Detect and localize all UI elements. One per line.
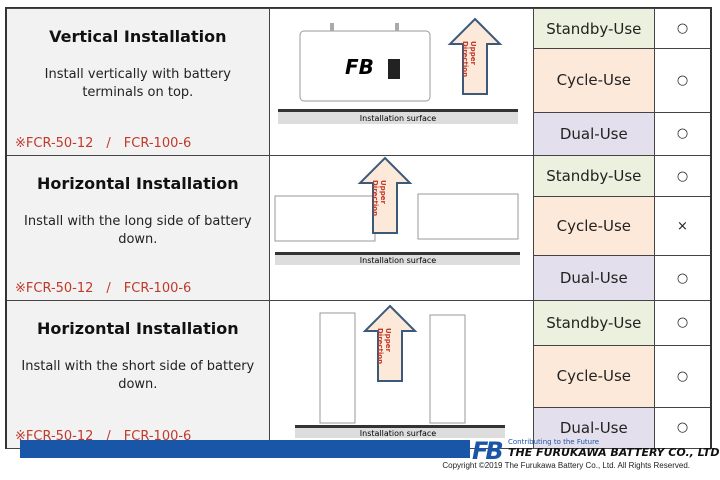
use-type: Cycle-Use	[532, 344, 656, 408]
installation-title: Horizontal Installation	[37, 174, 239, 193]
suitability-mark: ○	[654, 300, 712, 346]
battery-icon	[429, 314, 466, 424]
copyright: Copyright ©2019 The Furukawa Battery Co.…	[442, 461, 690, 470]
suitability-mark: ○	[654, 7, 712, 50]
installation-text: Install with the long side of battery do…	[24, 214, 252, 247]
svg-text:FB: FB	[345, 55, 374, 79]
use-type: Dual-Use	[532, 255, 656, 301]
svg-text:Installation surface: Installation surface	[359, 114, 435, 123]
upper-direction-arrow: UpperDirection	[362, 304, 418, 382]
tagline: Contributing to the Future	[508, 438, 600, 446]
suitability-mark: ○	[654, 406, 712, 450]
use-type: Cycle-Use	[532, 196, 656, 257]
use-type: Standby-Use	[532, 7, 656, 50]
company-name: THE FURUKAWA BATTERY CO., LTD.	[508, 446, 720, 459]
installation-title: Vertical Installation	[49, 27, 227, 46]
svg-text:Installation surface: Installation surface	[359, 429, 435, 438]
table-row: Cycle-Use○	[6, 344, 712, 408]
use-type: Standby-Use	[532, 154, 656, 198]
use-type: Cycle-Use	[532, 48, 656, 113]
footer-band	[20, 440, 470, 458]
svg-text:UpperDirection: UpperDirection	[376, 328, 392, 364]
suitability-mark: ○	[654, 255, 712, 301]
use-type: Dual-Use	[532, 406, 656, 450]
suitability-mark: ○	[654, 344, 712, 408]
table-row: Dual-Use○	[6, 111, 712, 156]
suitability-mark: ×	[654, 196, 712, 257]
table-row: Cycle-Use○	[6, 48, 712, 113]
installation-text: Install vertically with battery terminal…	[44, 67, 231, 100]
battery-icon	[274, 195, 376, 242]
use-type: Standby-Use	[532, 300, 656, 346]
suitability-mark: ○	[654, 154, 712, 198]
upper-direction-arrow: UpperDirection	[447, 17, 503, 95]
use-type: Dual-Use	[532, 111, 656, 156]
table-row: Dual-Use○	[6, 406, 712, 450]
suitability-mark: ○	[654, 48, 712, 113]
battery-icon: FB	[299, 23, 431, 102]
upper-direction-arrow: UpperDirection	[357, 156, 413, 234]
table-row: Cycle-Use×	[6, 196, 712, 257]
battery-icon	[417, 193, 519, 240]
svg-text:UpperDirection: UpperDirection	[371, 180, 387, 216]
model-numbers: ※FCR-50-12 / FCR-100-6	[15, 136, 192, 151]
fb-logo: FB	[472, 437, 504, 465]
table-row: Dual-Use○	[6, 255, 712, 301]
svg-text:UpperDirection: UpperDirection	[461, 41, 477, 77]
battery-icon	[319, 312, 356, 424]
svg-text:Installation surface: Installation surface	[359, 256, 435, 265]
installation-text: Install with the short side of battery d…	[21, 359, 255, 392]
installation-title: Horizontal Installation	[37, 319, 239, 338]
suitability-mark: ○	[654, 111, 712, 156]
model-numbers: ※FCR-50-12 / FCR-100-6	[15, 281, 192, 296]
